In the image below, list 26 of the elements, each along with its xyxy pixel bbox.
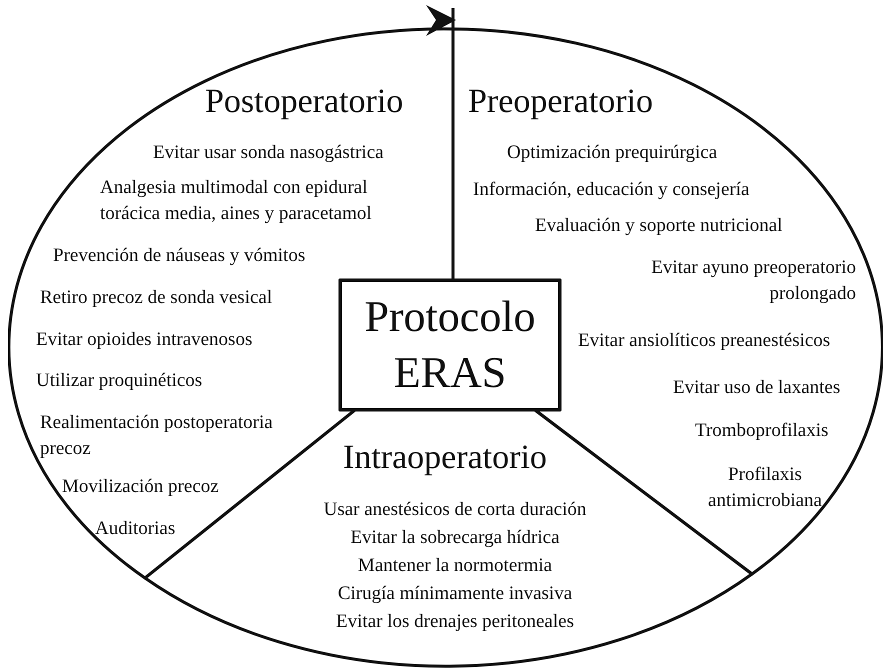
item-text: Prevención de náuseas y vómitos <box>53 244 306 268</box>
item-text: Utilizar proquinéticos <box>36 369 202 393</box>
item-text: Evitar ansiolíticos preanestésicos <box>578 329 830 353</box>
item-text: Usar anestésicos de corta duración <box>322 498 588 522</box>
item-text: Evitar la sobrecarga hídrica <box>349 526 561 550</box>
item-text: Analgesia multimodal con epidural torácica media, aines y paracetamol <box>100 176 373 226</box>
item-text: Evaluación y soporte nutricional <box>535 214 782 238</box>
item-text: Tromboprofilaxis <box>695 419 828 443</box>
item-text: Evitar opioides intravenosos <box>36 328 252 352</box>
item-text: Realimentación postoperatoria precoz <box>40 411 274 461</box>
item-text: Profilaxis antimicrobiana <box>707 463 823 513</box>
item-text: Evitar ayuno preoperatorio prolongado <box>650 256 856 306</box>
item-text: Optimización prequirúrgica <box>507 141 718 165</box>
item-text: Evitar usar sonda nasogástrica <box>153 141 384 165</box>
item-text: Auditorias <box>95 517 176 541</box>
item-text: Cirugía mínimamente invasiva <box>336 582 574 606</box>
section-heading: Intraoperatorio <box>343 438 547 478</box>
item-text: Movilización precoz <box>62 475 219 499</box>
item-text: Retiro precoz de sonda vesical <box>40 286 272 310</box>
item-text: Mantener la normotermia <box>356 554 554 578</box>
center-box: Protocolo ERAS <box>340 280 560 410</box>
section-heading: Preoperatorio <box>468 82 654 122</box>
section-heading: Postoperatorio <box>205 82 404 122</box>
item-text: Información, educación y consejería <box>473 178 750 202</box>
item-text: Evitar los drenajes peritoneales <box>335 610 575 634</box>
item-text: Evitar uso de laxantes <box>673 376 840 400</box>
